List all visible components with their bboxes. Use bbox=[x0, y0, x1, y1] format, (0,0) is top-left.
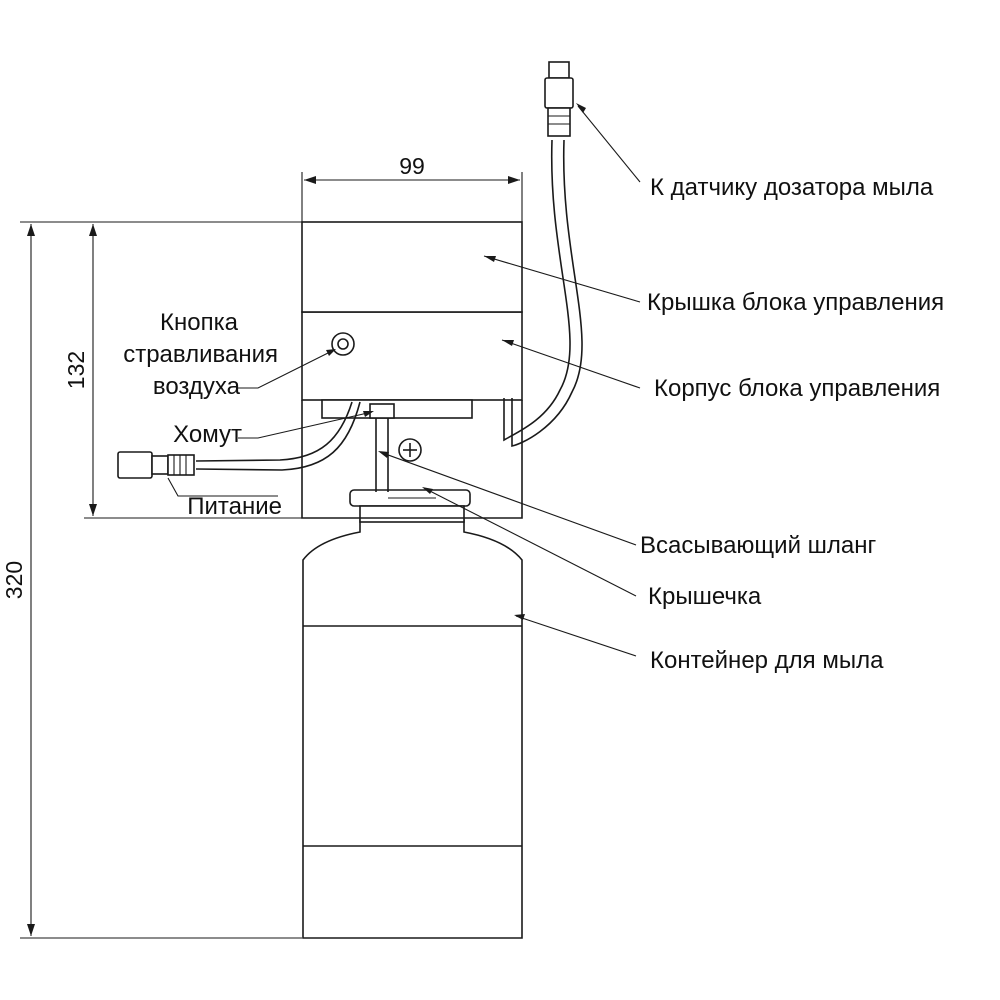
control-unit-lid bbox=[301, 221, 523, 313]
total-height-label: 320 bbox=[1, 561, 27, 599]
top-height-dimension: 132 bbox=[63, 224, 302, 519]
suction-hose bbox=[369, 403, 395, 492]
total-height-dimension: 320 bbox=[1, 221, 302, 939]
label-clamp: Хомут bbox=[173, 421, 242, 448]
width-dimension-label: 99 bbox=[399, 153, 425, 179]
label-lid: Крышка блока управления bbox=[647, 289, 944, 316]
label-button-line3: воздуха bbox=[153, 373, 241, 400]
label-sensor: К датчику дозатора мыла bbox=[650, 174, 934, 201]
width-dimension: 99 bbox=[301, 153, 523, 222]
leader-lines bbox=[167, 103, 641, 657]
label-body: Корпус блока управления bbox=[654, 375, 940, 402]
label-container: Контейнер для мыла bbox=[650, 647, 884, 674]
label-cap: Крышечка bbox=[648, 583, 762, 610]
power-cable bbox=[117, 401, 361, 479]
top-height-label: 132 bbox=[63, 351, 89, 389]
label-power: Питание bbox=[187, 493, 282, 520]
soap-container bbox=[302, 519, 523, 939]
label-button-line1: Кнопка bbox=[160, 309, 239, 336]
sensor-cable bbox=[503, 61, 583, 447]
label-button-line2: стравливания bbox=[123, 341, 278, 368]
label-hose: Всасывающий шланг bbox=[640, 532, 877, 559]
screw-icon bbox=[398, 438, 422, 462]
control-unit-body bbox=[301, 311, 523, 519]
